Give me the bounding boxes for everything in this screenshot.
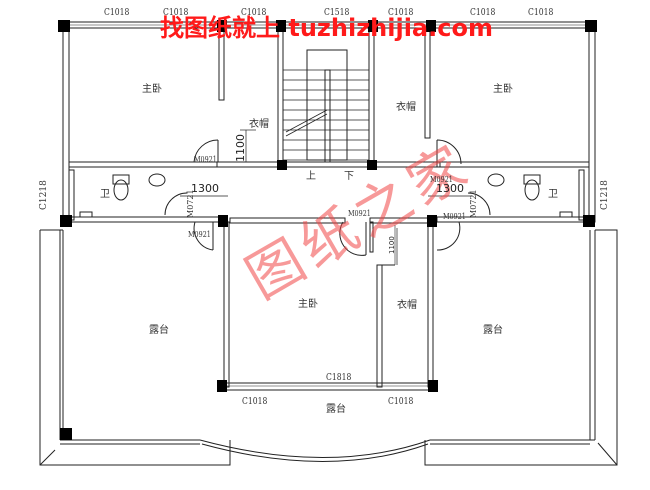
exterior-wall-left [62, 21, 70, 223]
structural-columns [58, 20, 597, 440]
stair-up-label: 上 [306, 171, 316, 182]
window-label-bottom-2: C1818 [326, 373, 352, 383]
door-label-center: M0921 [348, 209, 371, 218]
window-label-top-7: C1018 [528, 8, 554, 18]
window-label-top-5: C1018 [388, 8, 414, 18]
exterior-wall-right [588, 21, 596, 223]
room-closet-center: 衣帽 [397, 300, 417, 311]
room-master-bedroom-left: 主卧 [142, 84, 162, 95]
dimension-closet-center: 1100 [388, 236, 396, 254]
stair-down-label: 下 [344, 171, 354, 182]
window-label-top-3: C1018 [241, 8, 267, 18]
door-label-left-terrace: M0921 [188, 230, 211, 239]
window-label-top-6: C1018 [470, 8, 496, 18]
room-bathroom-right: 卫 [548, 189, 558, 200]
window-label-top-4: C1518 [324, 8, 350, 18]
room-master-bedroom-center: 主卧 [298, 299, 318, 310]
dimension-closet-left: 1100 [234, 134, 247, 162]
room-closet-left: 衣帽 [249, 119, 269, 130]
watermark-top: 找图纸就上 tuzhizhijia.com [160, 14, 493, 42]
room-terrace-bottom: 露台 [326, 404, 346, 415]
window-label-bottom-3: C1018 [388, 397, 414, 407]
window-label-right: C1218 [600, 180, 610, 210]
window-label-left: C1218 [39, 180, 49, 210]
room-terrace-right: 露台 [483, 325, 503, 336]
window-label-bottom-1: C1018 [242, 397, 268, 407]
door-label-left-bedroom: M0921 [194, 155, 217, 164]
room-master-bedroom-right: 主卧 [493, 84, 513, 95]
door-label-right-bedroom: M0921 [430, 175, 453, 184]
window-label-top-1: C1018 [104, 8, 130, 18]
room-terrace-left: 露台 [149, 325, 169, 336]
window-label-top-2: C1018 [163, 8, 189, 18]
room-bathroom-left: 卫 [100, 189, 110, 200]
door-label-right-bath: M0721 [469, 189, 478, 218]
dimension-corridor-right: 1300 [436, 182, 464, 195]
room-closet-right: 衣帽 [396, 102, 416, 113]
door-label-right-terrace: M0921 [443, 212, 466, 221]
dimension-corridor-left: 1300 [191, 182, 219, 195]
